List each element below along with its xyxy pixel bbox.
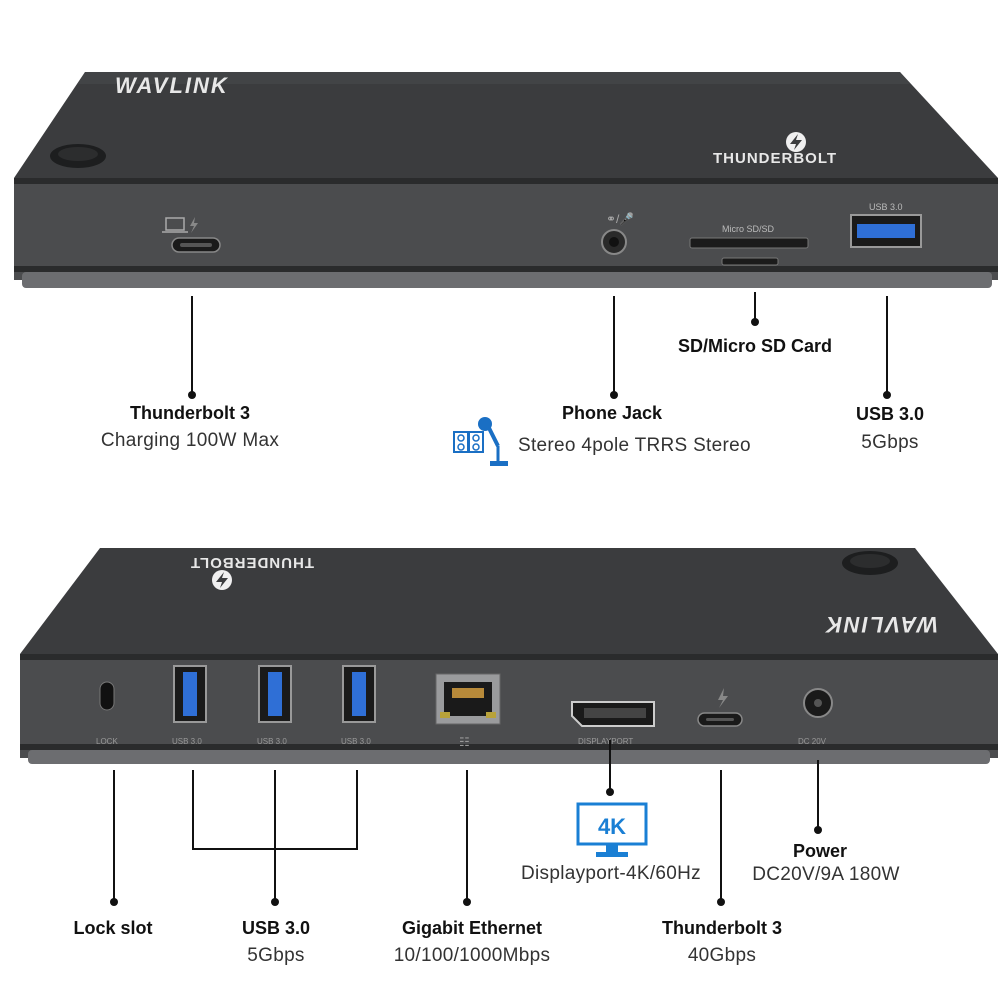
dock-front-view: WAVLINK THUNDERBOLT ⚭/🎤 Micro SD/SD USB … [14, 72, 998, 288]
leader-dot [110, 898, 118, 906]
speaker-mic-icon [453, 417, 508, 466]
leader-line [113, 770, 115, 902]
svg-text:THUNDERBOLT: THUNDERBOLT [190, 554, 314, 571]
svg-text:USB 3.0: USB 3.0 [341, 737, 371, 746]
callout-tb3-sub: 40Gbps [687, 945, 757, 966]
svg-text:USB 3.0: USB 3.0 [869, 202, 903, 212]
svg-text:USB 3.0: USB 3.0 [257, 737, 287, 746]
callout-usb-sub: 5Gbps [247, 945, 305, 966]
leader-line [466, 770, 468, 902]
callout-lock-title: Lock slot [73, 918, 153, 938]
callout-usb-title: USB 3.0 [855, 404, 925, 424]
callout-eth-title: Gigabit Ethernet [401, 918, 542, 938]
leader-line [192, 770, 194, 850]
leader-dot [814, 826, 822, 834]
leader-line [613, 296, 615, 394]
callout-dp-sub: Displayport-4K/60Hz [521, 863, 701, 884]
svg-text:WAVLINK: WAVLINK [824, 612, 938, 637]
leader-line [356, 770, 358, 850]
svg-text:⚭/🎤: ⚭/🎤 [606, 211, 634, 226]
phone-jack-port: ⚭/🎤 [601, 211, 634, 255]
leader-line [274, 770, 276, 902]
thunderbolt3-port-rear [697, 688, 743, 727]
4k-monitor-icon: 4K [576, 802, 648, 857]
callout-usb-title: USB 3.0 [241, 918, 311, 938]
leader-line [720, 770, 722, 902]
leader-dot [271, 898, 279, 906]
dock-rear-view: THUNDERBOLT WAVLINK LOCK USB 3.0 USB 3.0… [20, 548, 998, 764]
svg-text:DISPLAYPORT: DISPLAYPORT [578, 737, 633, 746]
callout-eth-sub: 10/100/1000Mbps [393, 945, 551, 966]
callout-power-title: Power [792, 841, 848, 861]
leader-line [191, 296, 193, 394]
leader-dot [717, 898, 725, 906]
leader-dot [463, 898, 471, 906]
callout-power-sub: DC20V/9A 180W [752, 864, 900, 885]
leader-line [886, 296, 888, 394]
usb3-port-rear-3: USB 3.0 [341, 665, 376, 746]
usb3-port-rear-2: USB 3.0 [257, 665, 292, 746]
svg-text:THUNDERBOLT: THUNDERBOLT [713, 150, 837, 167]
callout-usb-sub: 5Gbps [861, 432, 919, 453]
leader-dot [751, 318, 759, 326]
callout-tb3-title: Thunderbolt 3 [662, 918, 782, 938]
callout-tb3-sub: Charging 100W Max [100, 430, 280, 451]
svg-text:LOCK: LOCK [96, 737, 118, 746]
svg-text:USB 3.0: USB 3.0 [172, 737, 202, 746]
leader-line [817, 760, 819, 830]
leader-dot [883, 391, 891, 399]
thunderbolt3-port-front [162, 217, 221, 253]
displayport-port: DISPLAYPORT [571, 701, 655, 746]
leader-dot [606, 788, 614, 796]
callout-phone-sub: Stereo 4pole TRRS Stereo [518, 435, 751, 456]
callout-tb3-title: Thunderbolt 3 [130, 403, 250, 423]
callout-sd-title: SD/Micro SD Card [677, 336, 833, 356]
leader-line [609, 740, 611, 790]
svg-text:DC 20V: DC 20V [798, 737, 827, 746]
svg-text:Micro SD/SD: Micro SD/SD [722, 224, 775, 234]
ethernet-port: ☷ [435, 673, 501, 749]
svg-text:4K: 4K [598, 814, 626, 839]
usb3-port-rear-1: USB 3.0 [172, 665, 207, 746]
callout-phone-title: Phone Jack [561, 403, 663, 423]
network-icon: ☷ [459, 735, 470, 749]
leader-line [754, 292, 756, 322]
wavlink-logo: WAVLINK [115, 73, 229, 98]
dc-power-port: DC 20V [798, 688, 833, 746]
leader-dot [610, 391, 618, 399]
sd-card-slots: Micro SD/SD [689, 224, 809, 266]
lock-slot: LOCK [96, 681, 118, 746]
usb3-port-front: USB 3.0 [850, 202, 922, 248]
leader-dot [188, 391, 196, 399]
